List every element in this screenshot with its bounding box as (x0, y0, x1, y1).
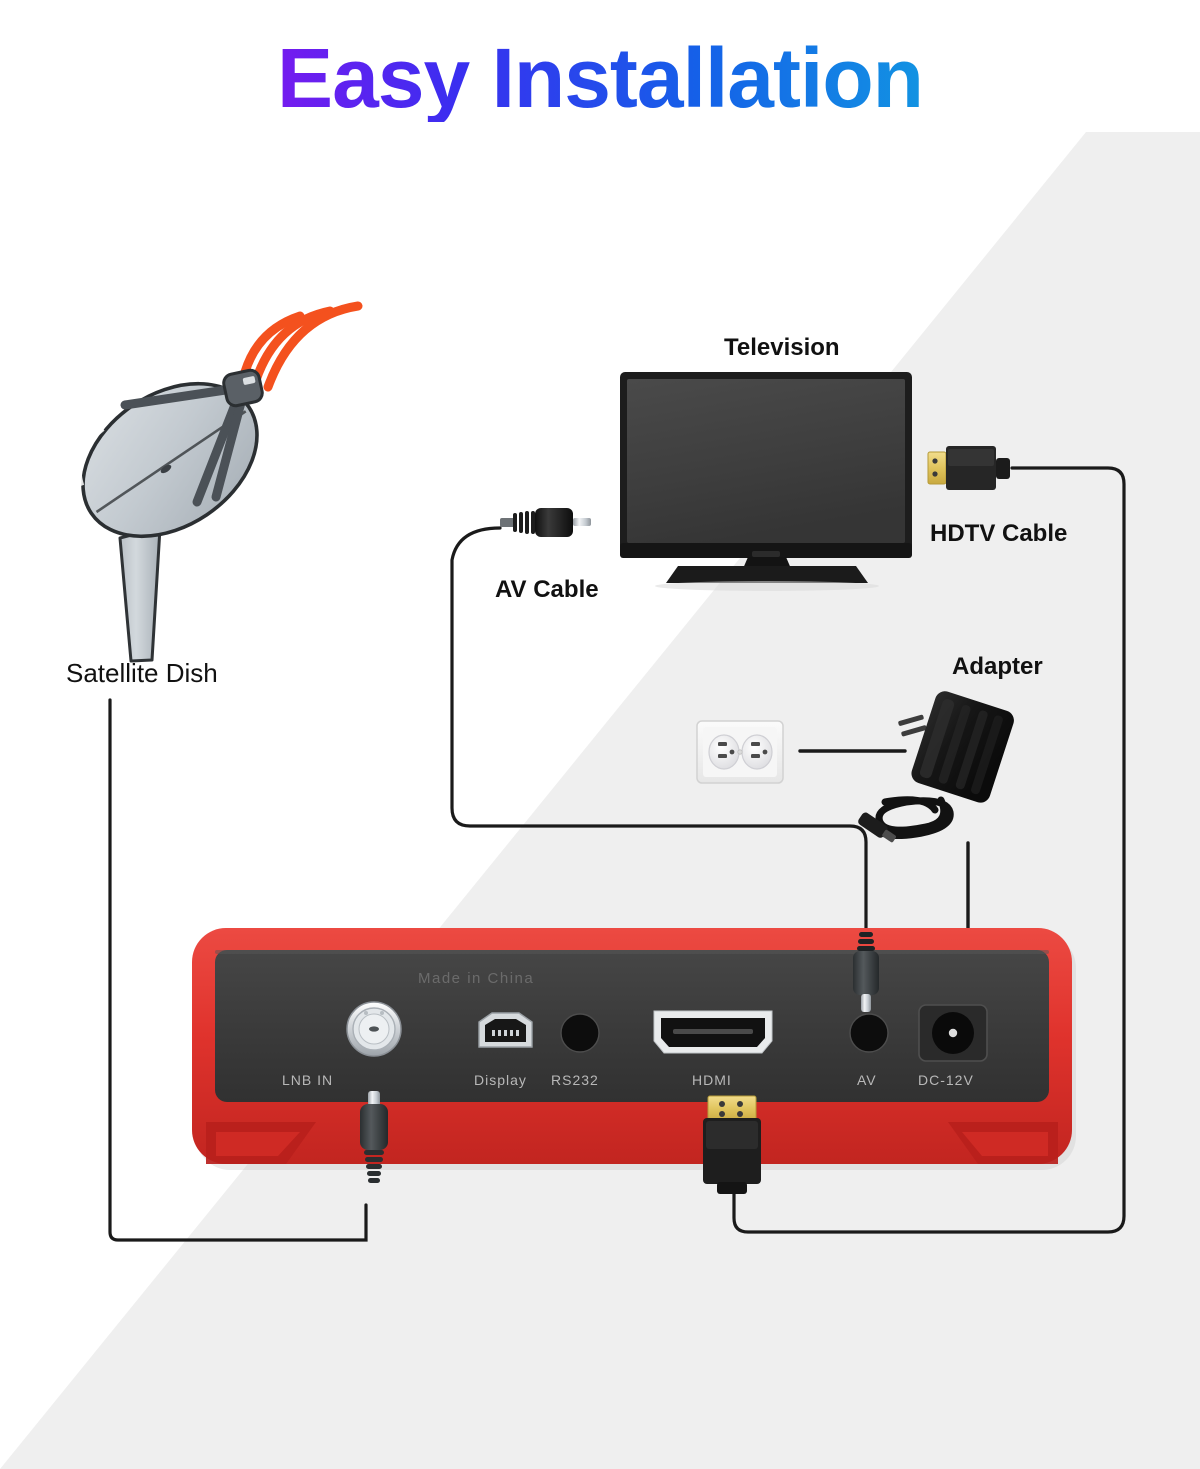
satellite-cable-line (108, 698, 368, 1242)
label-television: Television (724, 334, 840, 361)
av-cable-line (450, 526, 868, 932)
hdtv-cable-connector (927, 446, 1010, 490)
receiver-made-in-text: Made in China (418, 970, 535, 987)
lnb-cable-plug (360, 1091, 388, 1183)
av-cable-plug (500, 508, 591, 537)
label-adapter: Adapter (952, 653, 1043, 680)
receiver-port-panel (215, 950, 1049, 1102)
label-satellite-dish: Satellite Dish (66, 658, 218, 688)
satellite-dish-illustration (77, 301, 363, 663)
port-label-hdmi: HDMI (692, 1072, 732, 1088)
page-title: Easy Installation (0, 34, 1200, 122)
port-hdmi (653, 1010, 773, 1054)
port-label-display: Display (474, 1072, 527, 1088)
port-lnb-in (346, 1001, 402, 1057)
power-adapter-illustration (858, 691, 1014, 843)
satellite-receiver-illustration (192, 928, 1076, 1170)
label-hdtv-cable: HDTV Cable (930, 520, 1068, 547)
lnb-head (222, 368, 264, 408)
television-illustration (620, 372, 912, 591)
adapter-cord (874, 796, 954, 839)
port-label-rs232: RS232 (551, 1072, 599, 1088)
dish-pole (118, 526, 162, 663)
port-display (478, 1012, 533, 1048)
hdtv-cable-line (732, 466, 1126, 1234)
port-label-lnb-in: LNB IN (282, 1072, 334, 1088)
port-dc-12v (918, 1004, 988, 1062)
signal-waves-icon (240, 301, 363, 392)
port-av (849, 1013, 889, 1053)
dc-cable-plug (853, 932, 879, 1012)
hdmi-cable-plug (703, 1095, 761, 1194)
port-rs232 (560, 1013, 600, 1053)
port-label-dc-12v: DC-12V (918, 1072, 974, 1088)
dish-struts (120, 383, 248, 507)
label-av-cable: AV Cable (495, 576, 599, 603)
port-label-av: AV (857, 1072, 877, 1088)
wall-outlet-illustration (696, 720, 784, 784)
